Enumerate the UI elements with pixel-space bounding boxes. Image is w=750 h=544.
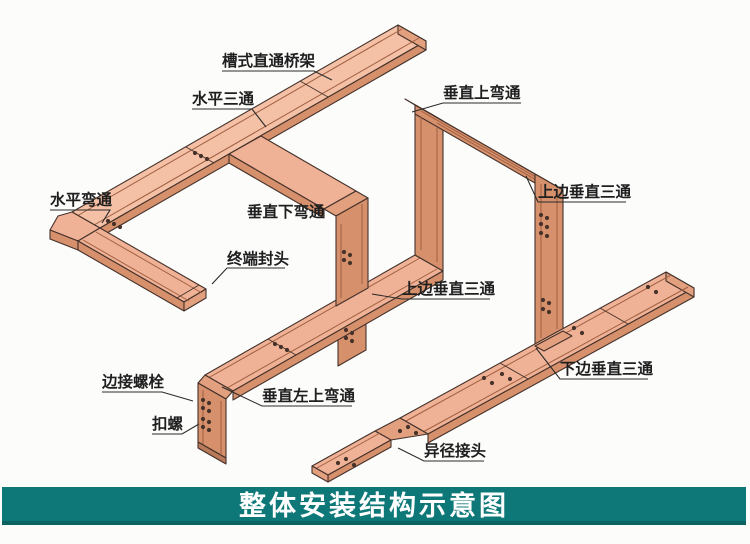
label-text: 垂直下弯通	[247, 202, 325, 221]
leader-line	[535, 347, 648, 380]
label-reducer-joint: 异径接头	[397, 441, 487, 462]
bolt-clusters	[105, 150, 659, 468]
title-banner: 整体安装结构示意图	[2, 487, 746, 525]
label-text: 异径接头	[424, 441, 487, 460]
label-vertical-up-bend: 垂直上弯通	[411, 83, 521, 113]
beam-endcap-arm	[77, 227, 207, 312]
label-end-cap: 终端封头	[211, 249, 290, 285]
label-text: 槽式直通桥架	[222, 51, 316, 70]
leader-line	[397, 447, 484, 462]
leader-line	[211, 267, 285, 285]
label-vertical-left-up-bend: 垂直左上弯通	[221, 386, 356, 407]
leader-line	[525, 175, 626, 203]
leader-line	[102, 391, 194, 402]
leader-line	[371, 293, 490, 300]
label-text: 上边垂直三通	[402, 279, 496, 298]
label-horizontal-bend: 水平弯通	[50, 190, 113, 224]
label-text: 终端封头	[227, 249, 290, 268]
label-upper-vertical-tee-middle: 上边垂直三通	[371, 279, 496, 300]
leader-line	[222, 70, 333, 81]
label-upper-vertical-tee-right: 上边垂直三通	[525, 175, 632, 203]
title-banner-background	[2, 487, 746, 525]
label-text: 水平弯通	[50, 190, 113, 209]
label-text: 边接螺栓	[101, 372, 165, 391]
label-trough-straight-tray: 槽式直通桥架	[222, 51, 333, 81]
leader-line	[192, 108, 267, 128]
label-lower-vertical-tee: 下边垂直三通	[535, 347, 654, 380]
beam-tee-branch-down-bend	[228, 135, 369, 307]
title-banner-shade	[2, 521, 746, 525]
leader-line	[411, 102, 521, 113]
label-edge-bolt: 边接螺栓	[101, 372, 194, 402]
beam-bottom-tray	[311, 271, 695, 483]
leader-line	[221, 386, 352, 407]
leader-line	[152, 423, 200, 435]
label-buckle-screw: 扣螺	[152, 414, 200, 435]
title-banner-text: 整体安装结构示意图	[239, 490, 509, 521]
beam-portal	[404, 98, 564, 347]
beam-middle-tray	[204, 254, 444, 401]
label-text: 扣螺	[152, 414, 184, 433]
label-text: 下边垂直三通	[560, 359, 654, 378]
leader-line	[50, 209, 111, 224]
label-text: 水平三通	[192, 89, 255, 108]
label-text: 垂直上弯通	[443, 83, 521, 102]
label-horizontal-tee: 水平三通	[192, 89, 267, 128]
label-text: 垂直左上弯通	[262, 386, 356, 405]
label-vertical-down-bend: 垂直下弯通	[247, 202, 325, 221]
label-text: 上边垂直三通	[538, 182, 632, 201]
